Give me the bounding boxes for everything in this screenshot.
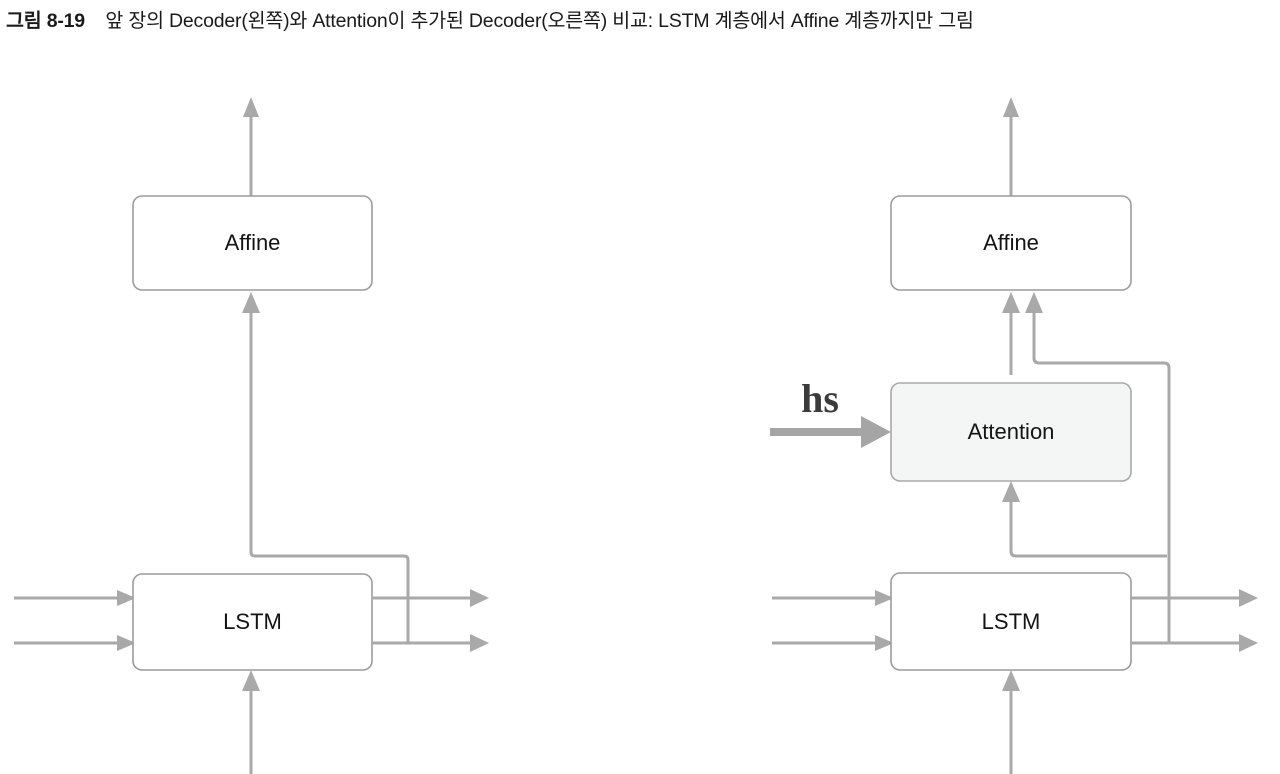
right-affine-output-arrow — [1003, 97, 1019, 196]
attention-to-affine-arrow — [1002, 292, 1020, 375]
right-lstm-input-arrow-bottom — [772, 635, 894, 651]
hs-label: hs — [801, 376, 839, 421]
lstm-bypass-to-affine-arrow — [1025, 292, 1171, 643]
left-lstm-output-arrow-bottom — [372, 634, 489, 652]
left-decoder-diagram: Affine LSTM — [14, 97, 489, 774]
right-lstm-node: LSTM — [890, 572, 1132, 671]
figure-number: 그림 8-19 — [6, 10, 85, 32]
left-affine-label: Affine — [225, 230, 281, 255]
figure-caption: 그림 8-19 앞 장의 Decoder(왼쪽)와 Attention이 추가된… — [6, 4, 1272, 39]
right-affine-label: Affine — [983, 230, 1039, 255]
left-affine-output-arrow — [243, 97, 259, 196]
figure-caption-text: 앞 장의 Decoder(왼쪽)와 Attention이 추가된 Decoder… — [105, 10, 974, 32]
left-lstm-to-affine-arrow — [242, 292, 410, 643]
left-lstm-input-arrow-bottom-vertical — [242, 670, 260, 774]
right-decoder-diagram: Affine hs Attention — [770, 97, 1258, 774]
right-lstm-input-arrow-top — [772, 590, 894, 606]
hs-annotation: hs — [770, 376, 891, 448]
left-lstm-node: LSTM — [132, 573, 373, 671]
right-attention-label: Attention — [968, 419, 1055, 444]
right-attention-node: Attention — [890, 382, 1132, 482]
left-lstm-input-arrow-top — [14, 590, 136, 606]
left-lstm-input-arrow-bottom — [14, 635, 136, 651]
left-affine-node: Affine — [132, 195, 373, 291]
lstm-to-attention-arrow — [1002, 481, 1167, 558]
left-lstm-output-arrow-top — [372, 589, 489, 607]
right-lstm-input-arrow-bottom-vertical — [1002, 670, 1020, 774]
right-lstm-output-arrow-bottom — [1131, 634, 1258, 652]
right-lstm-label: LSTM — [982, 609, 1041, 634]
right-lstm-output-arrow-top — [1131, 589, 1258, 607]
left-lstm-label: LSTM — [223, 609, 282, 634]
right-affine-node: Affine — [890, 195, 1132, 291]
